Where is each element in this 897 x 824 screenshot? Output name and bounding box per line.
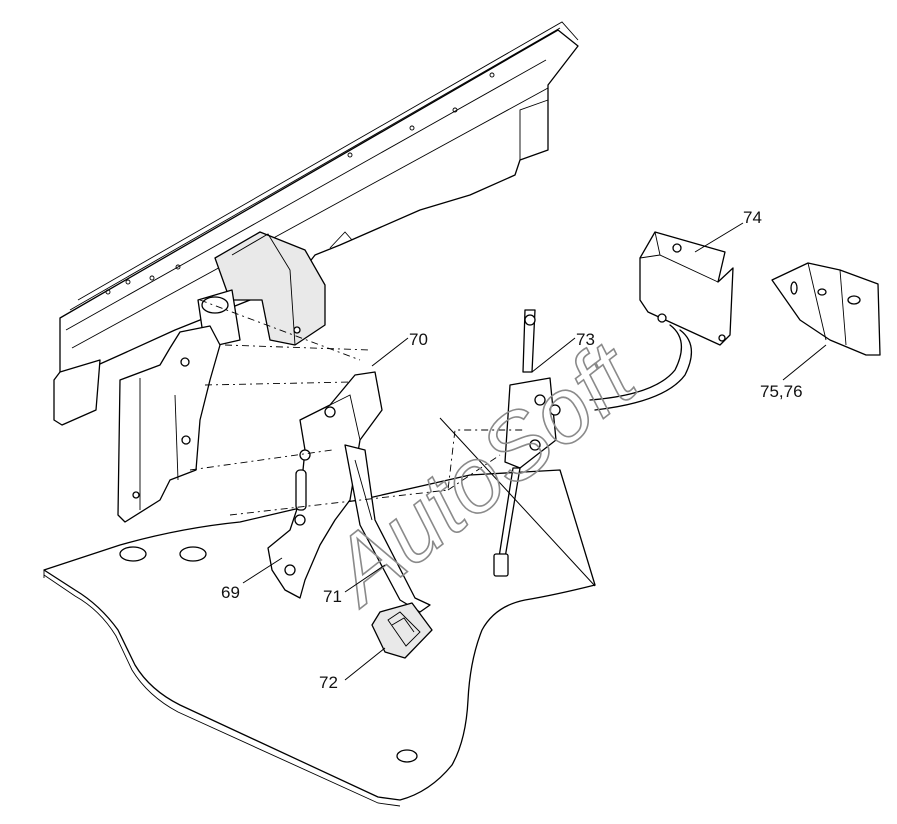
callout-69: 69 xyxy=(221,583,240,602)
pedal-pad xyxy=(371,602,433,659)
support-bracket xyxy=(771,262,881,356)
callout-74: 74 xyxy=(743,208,762,227)
callout-75-76: 75,76 xyxy=(760,382,803,401)
pedal-lever xyxy=(344,444,431,613)
callout-72: 72 xyxy=(319,673,338,692)
floor-panel xyxy=(43,469,596,807)
pedal-box xyxy=(267,371,383,599)
assembly-lines xyxy=(189,299,596,587)
callout-leaders xyxy=(242,222,827,681)
mounting-bracket xyxy=(117,325,221,523)
callout-73: 73 xyxy=(576,330,595,349)
fluid-reservoir xyxy=(589,231,734,411)
master-cylinder xyxy=(493,309,561,577)
body-rail xyxy=(53,21,579,426)
callout-70: 70 xyxy=(409,330,428,349)
callout-71: 71 xyxy=(323,587,342,606)
